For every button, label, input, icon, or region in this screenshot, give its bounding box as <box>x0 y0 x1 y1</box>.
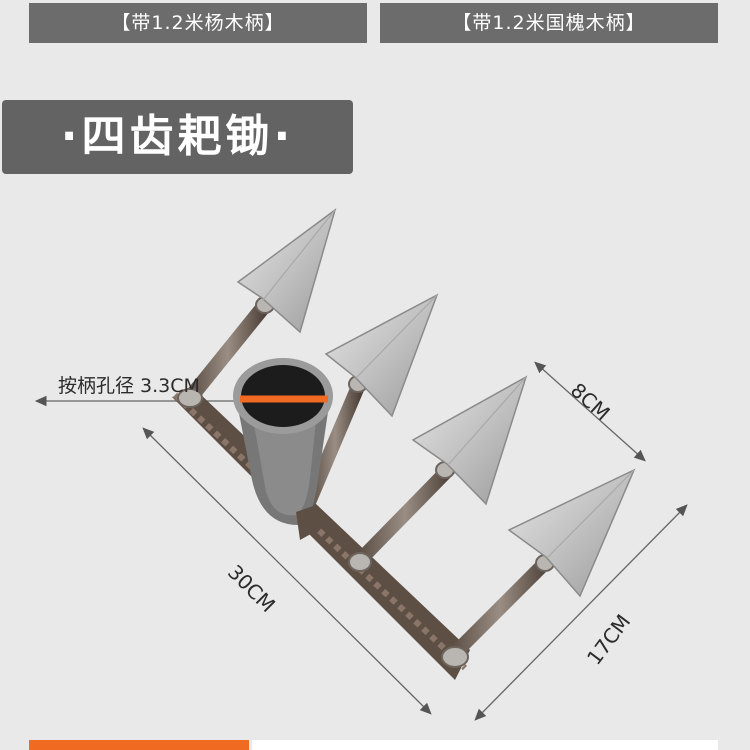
tab-locust-handle[interactable]: 【带1.2米国槐木柄】 <box>380 3 718 43</box>
next-section-orange-bar <box>29 740 249 750</box>
handle-socket <box>233 358 333 540</box>
weld-spots <box>177 296 555 668</box>
width-dimension-line <box>142 427 432 715</box>
tooth-dimension-line <box>534 361 646 462</box>
hole-diameter-label: 按柄孔径 3.3CM <box>58 375 200 397</box>
tab-poplar-handle[interactable]: 【带1.2米杨木柄】 <box>29 3 367 43</box>
tine-rods <box>182 297 555 663</box>
product-title: ·四齿耙锄· <box>60 111 295 162</box>
teeth-ridges <box>262 209 635 559</box>
next-section-white-bar <box>252 740 718 750</box>
product-title-banner: ·四齿耙锄· <box>2 100 353 174</box>
tine-dimension-line <box>474 504 688 721</box>
tooth-2 <box>324 293 439 418</box>
rebar-crossbar <box>172 392 470 680</box>
